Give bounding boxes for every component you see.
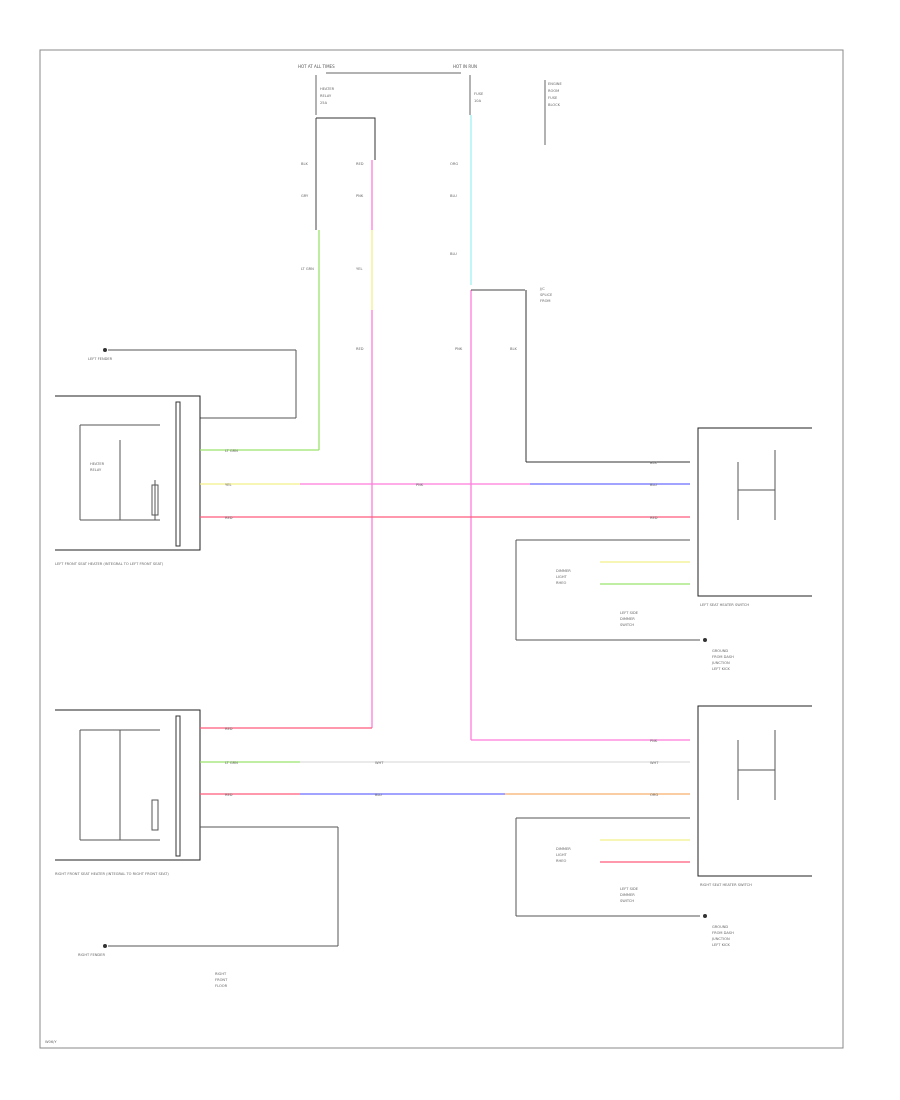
svg-text:BLU: BLU — [375, 793, 382, 797]
svg-text:RIGHT SEAT HEATER SWITCH: RIGHT SEAT HEATER SWITCH — [700, 883, 752, 887]
svg-text:WHT: WHT — [650, 761, 659, 765]
svg-text:PNK: PNK — [650, 739, 658, 743]
svg-text:LEFT KICK: LEFT KICK — [712, 667, 731, 671]
right-seat-heater-module: RIGHT FRONT SEAT HEATER (INTEGRAL TO RIG… — [55, 709, 201, 876]
svg-text:LT GRN: LT GRN — [225, 761, 238, 765]
svg-text:FLOOR: FLOOR — [215, 984, 228, 988]
svg-text:ORG: ORG — [650, 793, 658, 797]
svg-text:RELAY: RELAY — [90, 468, 102, 472]
svg-text:LT GRN: LT GRN — [301, 267, 314, 271]
svg-text:DIMMER: DIMMER — [620, 617, 635, 621]
svg-text:RED: RED — [225, 793, 233, 797]
right-module-label: RIGHT FRONT SEAT HEATER (INTEGRAL TO RIG… — [55, 872, 169, 876]
svg-text:LEFT KICK: LEFT KICK — [712, 943, 731, 947]
svg-text:LT GRN: LT GRN — [225, 449, 238, 453]
svg-text:GROUND: GROUND — [712, 649, 728, 653]
svg-text:PNK: PNK — [356, 194, 364, 198]
svg-text:JUNCTION: JUNCTION — [711, 661, 730, 665]
svg-text:LIGHT: LIGHT — [556, 575, 568, 579]
svg-text:BLOCK: BLOCK — [548, 103, 561, 107]
fuse-block-note: ENGINE ROOM FUSE BLOCK — [544, 80, 562, 145]
svg-text:BLK: BLK — [650, 461, 657, 465]
left-seat-heater-module: HEATER RELAY LEFT FRONT SEAT HEATER (INT… — [55, 395, 201, 566]
svg-text:BLU: BLU — [650, 483, 657, 487]
svg-text:YEL: YEL — [225, 483, 231, 487]
svg-text:FRONT: FRONT — [215, 978, 228, 982]
svg-text:RED: RED — [225, 516, 233, 520]
svg-text:RIGHT: RIGHT — [215, 972, 227, 976]
svg-text:RHEO: RHEO — [556, 581, 566, 585]
svg-text:RED: RED — [650, 516, 658, 520]
fuse-label-left: HEATER RELAY 25A — [320, 87, 335, 105]
figure-id: W06/Y — [45, 1040, 57, 1044]
svg-text:SWITCH: SWITCH — [620, 623, 634, 627]
svg-text:HEATER: HEATER — [320, 87, 335, 91]
svg-text:BLK: BLK — [301, 162, 308, 166]
svg-text:ORG: ORG — [450, 162, 458, 166]
wire-tags-right-h: RED LT GRN RED WHT BLU PNK WHT ORG — [225, 727, 659, 797]
svg-text:DIMMER: DIMMER — [556, 847, 571, 851]
svg-text:ROOM: ROOM — [548, 89, 559, 93]
ground-left-fender: LEFT FENDER — [88, 348, 297, 419]
svg-text:GRY: GRY — [301, 194, 309, 198]
svg-text:RED: RED — [356, 347, 364, 351]
svg-text:BLU: BLU — [450, 252, 457, 256]
svg-text:BLU: BLU — [450, 194, 457, 198]
diagram-frame — [39, 49, 844, 1049]
right-seat-heater-switch: RIGHT SEAT HEATER SWITCH — [697, 705, 812, 887]
svg-text:SWITCH: SWITCH — [620, 899, 634, 903]
svg-text:GROUND: GROUND — [712, 925, 728, 929]
svg-text:LEFT SIDE: LEFT SIDE — [620, 611, 639, 615]
svg-text:PNK: PNK — [416, 483, 424, 487]
supply-label-right: HOT IN RUN — [453, 64, 477, 69]
svg-text:FROM DASH: FROM DASH — [712, 931, 734, 935]
right-switch-illum: DIMMER LIGHT RHEO LEFT SIDE DIMMER SWITC… — [515, 817, 734, 947]
svg-text:YEL: YEL — [356, 267, 362, 271]
svg-text:LEFT SEAT HEATER SWITCH: LEFT SEAT HEATER SWITCH — [700, 603, 749, 607]
svg-text:LEFT SIDE: LEFT SIDE — [620, 887, 639, 891]
left-seat-heater-switch: LEFT SEAT HEATER SWITCH — [697, 427, 812, 607]
fuse-label-right: FUSE 10A — [474, 92, 484, 103]
svg-text:RIGHT FENDER: RIGHT FENDER — [78, 953, 105, 957]
svg-text:RELAY: RELAY — [320, 94, 332, 98]
svg-text:FROM DASH: FROM DASH — [712, 655, 734, 659]
svg-text:LIGHT: LIGHT — [556, 853, 568, 857]
svg-text:RED: RED — [225, 727, 233, 731]
left-module-label: LEFT FRONT SEAT HEATER (INTEGRAL TO LEFT… — [55, 562, 164, 566]
svg-text:J/C: J/C — [539, 287, 545, 291]
svg-text:BLK: BLK — [510, 347, 517, 351]
svg-text:FUSE: FUSE — [548, 96, 558, 100]
heater-relay-box — [316, 117, 376, 160]
svg-text:25A: 25A — [320, 101, 328, 105]
svg-text:FUSE: FUSE — [474, 92, 484, 96]
svg-text:JUNCTION: JUNCTION — [711, 937, 730, 941]
svg-text:10A: 10A — [474, 99, 482, 103]
svg-text:ENGINE: ENGINE — [548, 82, 562, 86]
svg-text:SPLICE: SPLICE — [540, 293, 553, 297]
svg-text:FROM: FROM — [540, 299, 551, 303]
svg-text:RHEO: RHEO — [556, 859, 566, 863]
ground-bottom: RIGHT FENDER RIGHT FRONT FLOOR — [78, 826, 339, 988]
svg-text:PNK: PNK — [455, 347, 463, 351]
wire-tags-left-h: LT GRN YEL RED PNK BLU RED BLK — [225, 449, 658, 520]
svg-text:LEFT FENDER: LEFT FENDER — [88, 357, 113, 361]
svg-text:DIMMER: DIMMER — [556, 569, 571, 573]
svg-text:RED: RED — [356, 162, 364, 166]
supply-label-left: HOT AT ALL TIMES — [298, 64, 335, 69]
svg-text:WHT: WHT — [375, 761, 384, 765]
svg-text:HEATER: HEATER — [90, 462, 105, 466]
splice-label: J/C SPLICE FROM — [539, 287, 553, 303]
svg-text:DIMMER: DIMMER — [620, 893, 635, 897]
wire-tags-vertical: BLK GRY LT GRN RED PNK YEL RED ORG BLU B… — [301, 162, 517, 351]
left-switch-illum: DIMMER LIGHT RHEO LEFT SIDE DIMMER SWITC… — [515, 539, 734, 671]
